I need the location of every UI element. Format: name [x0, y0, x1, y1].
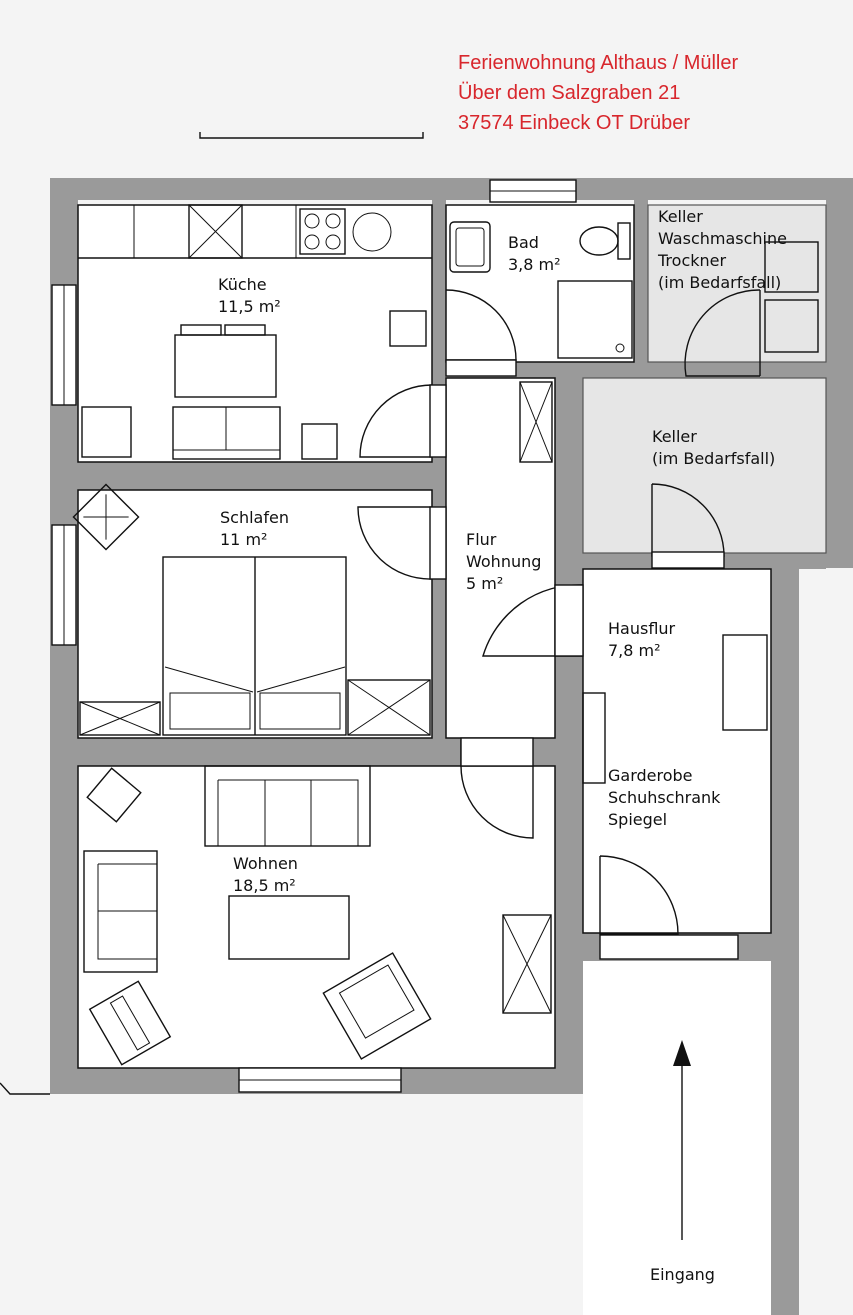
area-wohnen: 18,5 m² [233, 876, 296, 895]
kitchen-furniture [78, 204, 432, 460]
hausflur-furniture [582, 634, 768, 784]
label-keller-1-line4: (im Bedarfsfall) [658, 273, 781, 292]
living-furniture [83, 765, 552, 1066]
entrance-area [583, 961, 771, 1315]
label-keller-1-line2: Waschmaschine [658, 229, 787, 248]
label-flur-line2: Wohnung [466, 552, 541, 571]
address-line-1: Ferienwohnung Althaus / Müller [458, 52, 739, 74]
room-kueche [77, 204, 433, 463]
label-keller-1: Keller [658, 207, 703, 226]
scale-bar [199, 132, 424, 139]
label-schlafen: Schlafen [220, 508, 289, 527]
address-line-3: 37574 Einbeck OT Drüber [458, 112, 690, 134]
label-spiegel: Spiegel [608, 810, 667, 829]
label-bad: Bad [508, 233, 539, 252]
entrance-arrow [673, 1040, 691, 1240]
bedroom-furniture [72, 483, 431, 736]
area-schlafen: 11 m² [220, 530, 267, 549]
room-flur [445, 377, 556, 739]
room-hausflur [582, 568, 772, 934]
hallway-cabinet [519, 381, 553, 463]
area-bad: 3,8 m² [508, 255, 561, 274]
windows [51, 179, 577, 1093]
area-hausflur: 7,8 m² [608, 641, 661, 660]
cellar-appliances [764, 241, 819, 353]
corner-line [0, 1082, 50, 1095]
room-keller-2 [582, 377, 827, 554]
room-wohnen [77, 765, 556, 1069]
label-schuhschrank: Schuhschrank [608, 788, 721, 807]
doors [357, 289, 761, 960]
label-kueche: Küche [218, 275, 267, 294]
label-keller-2-line2: (im Bedarfsfall) [652, 449, 775, 468]
area-kueche: 11,5 m² [218, 297, 281, 316]
address-line-2: Über dem Salzgraben 21 [458, 82, 681, 104]
label-garderobe: Garderobe [608, 766, 693, 785]
room-bad [445, 204, 635, 363]
label-hausflur: Hausflur [608, 619, 676, 638]
bathroom-fixtures [449, 221, 633, 359]
label-keller-1-line3: Trockner [657, 251, 726, 270]
label-eingang: Eingang [650, 1265, 715, 1284]
label-keller-2: Keller [652, 427, 697, 446]
room-keller-1 [647, 204, 827, 363]
label-wohnen: Wohnen [233, 854, 298, 873]
area-flur: 5 m² [466, 574, 503, 593]
label-flur: Flur [466, 530, 497, 549]
